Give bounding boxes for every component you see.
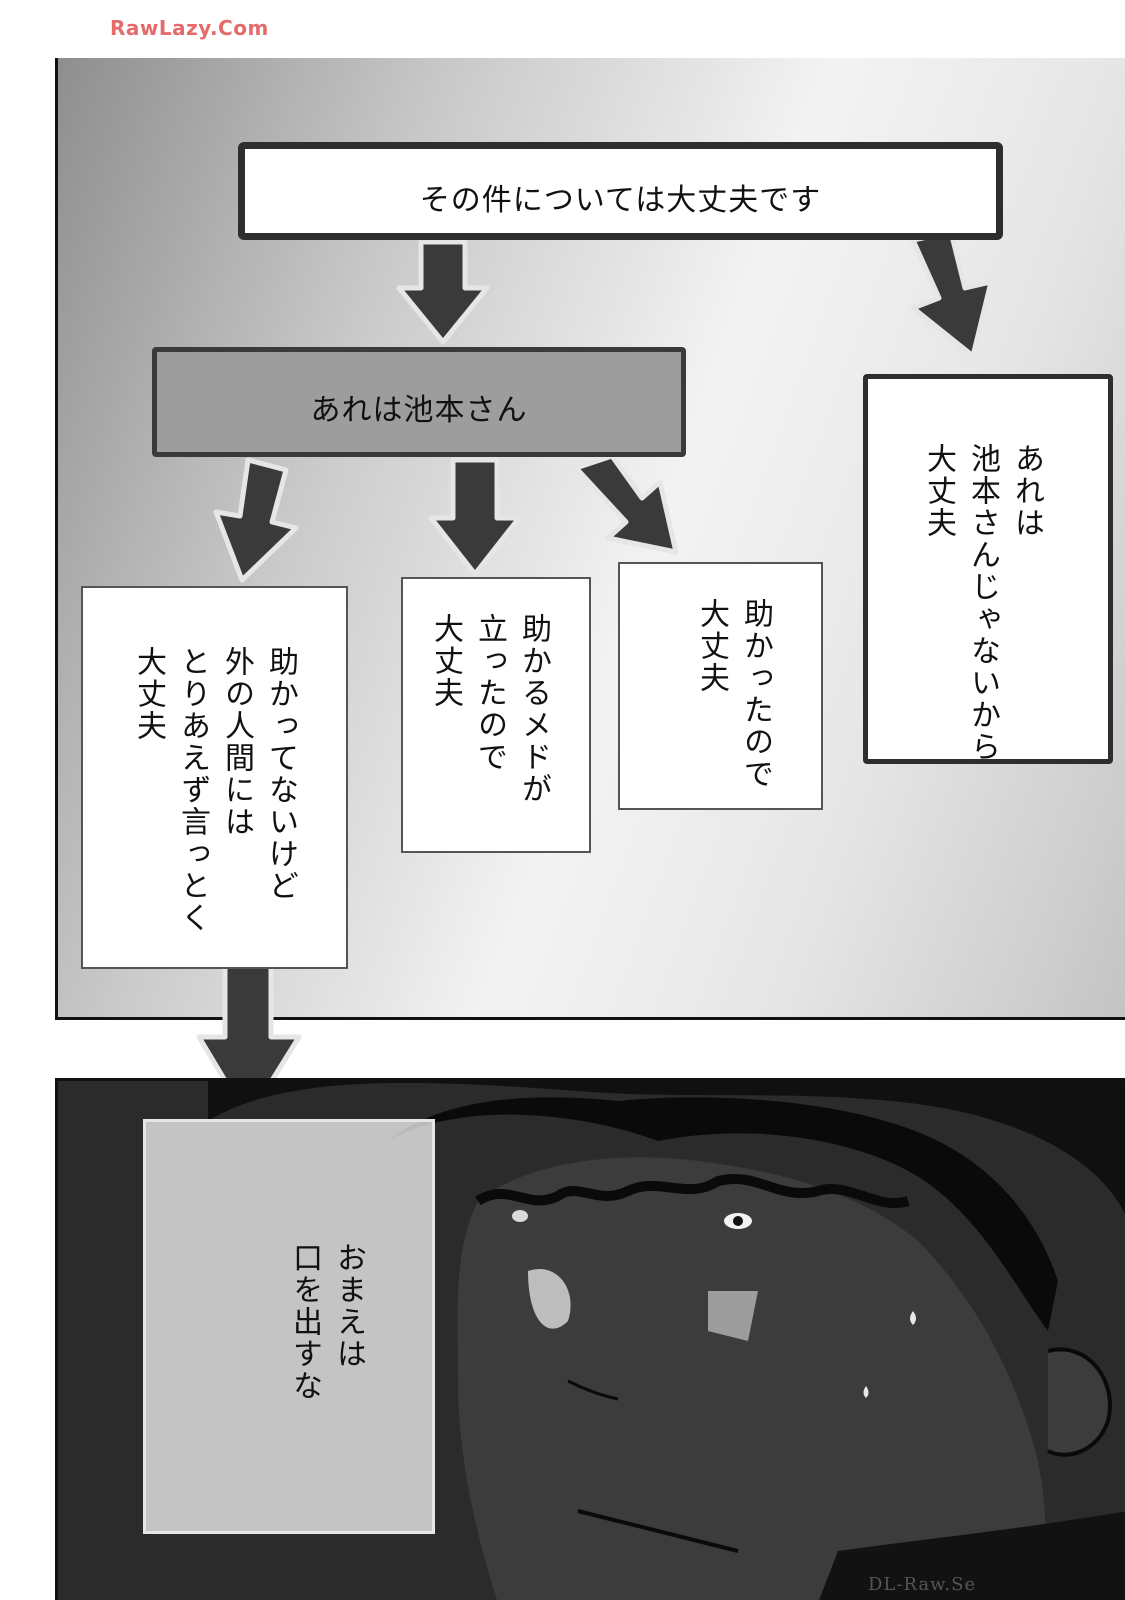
arrow-sub-to-left: [213, 457, 299, 583]
arrow-root-to-far: [910, 232, 994, 359]
flowchart-leaf-mid-text: 助かるメドが 立ったので 大丈夫: [428, 613, 551, 805]
flowchart-sub-box: あれは池本さん: [152, 347, 686, 457]
watermark-top: RawLazy.Com: [110, 16, 269, 40]
arrow-root-to-sub: [396, 239, 490, 345]
arrow-sub-to-mid: [428, 457, 522, 577]
arrow-sub-to-right: [573, 454, 679, 555]
flowchart-leaf-left-box: 助かってないけど 外の人間には とりあえず言っとく 大丈夫: [81, 586, 348, 969]
flowchart-leaf-far-box: あれは 池本さんじゃないから 大丈夫: [863, 374, 1113, 764]
flowchart-sub-text: あれは池本さん: [310, 393, 528, 428]
flowchart-leaf-mid-box: 助かるメドが 立ったので 大丈夫: [401, 577, 591, 853]
caption-box: おまえは 口を出すな: [143, 1119, 435, 1534]
flowchart-root-text: その件については大丈夫です: [419, 183, 822, 218]
flowchart-leaf-far-text: あれは 池本さんじゃないから 大丈夫: [921, 443, 1044, 763]
caption-text: おまえは 口を出すな: [287, 1242, 366, 1402]
character-illustration: [58, 1081, 1125, 1600]
flowchart-root-box: その件については大丈夫です: [238, 142, 1003, 240]
flowchart-leaf-right-box: 助かったので 大丈夫: [618, 562, 823, 810]
watermark-bottom: DL-Raw.Se: [868, 1574, 977, 1595]
flowchart-leaf-right-text: 助かったので 大丈夫: [694, 598, 773, 790]
flowchart-leaf-left-text: 助かってないけど 外の人間には とりあえず言っとく 大丈夫: [131, 646, 298, 934]
